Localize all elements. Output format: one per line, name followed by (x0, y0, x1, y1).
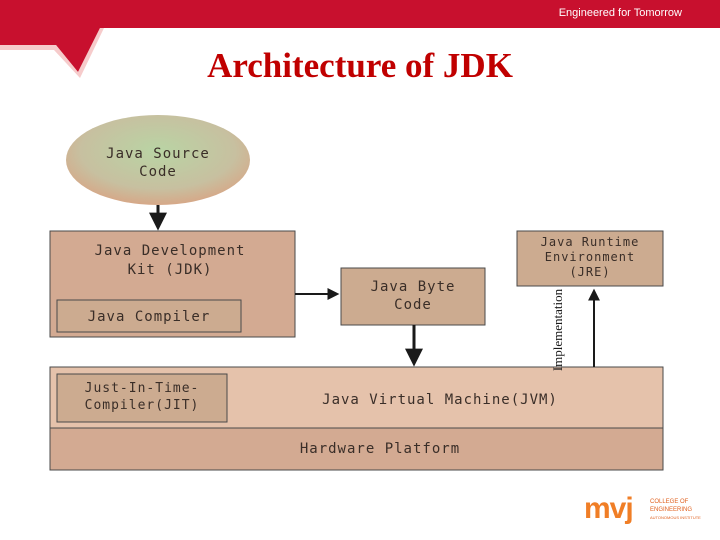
java-byte-code-box (340, 267, 486, 326)
header-tagline: Engineered for Tomorrow (558, 7, 682, 19)
jit-label: Just-In-Time- Compiler(JIT) (84, 381, 200, 413)
mvj-logo: mvj COLLEGE OF ENGINEERING AUTONOMOUS IN… (584, 492, 704, 528)
implementation-label: Implementation (550, 288, 565, 372)
java-source-oval (66, 115, 250, 205)
java-compiler-box (56, 299, 242, 333)
slide-title: Architecture of JDK (207, 46, 513, 85)
hardware-band (49, 427, 664, 471)
logo-wordmark: mvj (584, 492, 634, 525)
header-banner (0, 0, 720, 78)
java-source-label: Java Source Code (106, 146, 210, 180)
logo-college-text: COLLEGE OF ENGINEERING AUTONOMOUS INSTIT… (650, 499, 701, 520)
jre-label: Java Runtime Environment (JRE) (540, 235, 640, 279)
jvm-label: Java Virtual Machine(JVM) (322, 392, 558, 408)
java-compiler-label: Java Compiler (87, 309, 211, 325)
java-byte-code-label: Java Byte Code (370, 279, 456, 313)
jit-box (56, 373, 228, 423)
jdk-label: Java Development Kit (JDK) (94, 243, 246, 278)
hardware-label: Hardware Platform (299, 441, 461, 457)
jre-box (516, 230, 664, 287)
